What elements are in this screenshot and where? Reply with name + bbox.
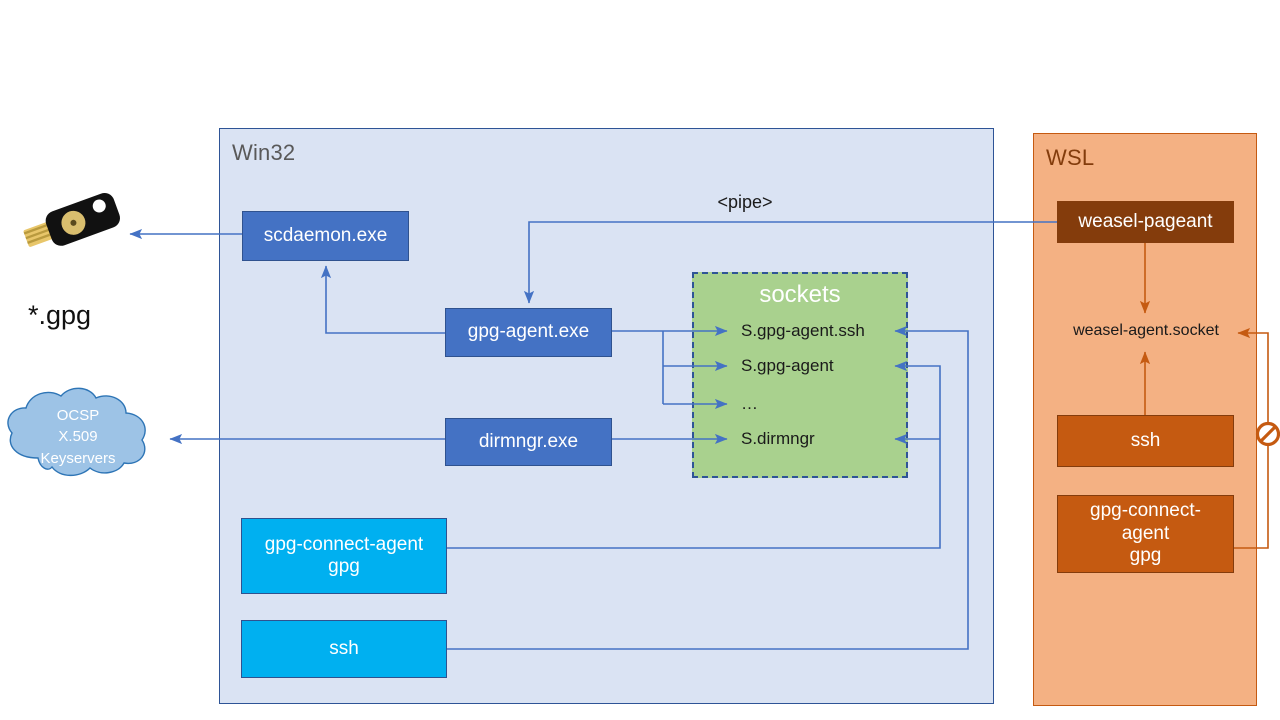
cloud-label-line3: Keyservers: [40, 449, 116, 467]
node-wsl-ssh[interactable]: ssh: [1057, 415, 1234, 467]
cloud-label-line1: OCSP: [56, 407, 100, 424]
socket-label-gpg-agent: S.gpg-agent: [741, 356, 834, 375]
node-scdaemon-exe[interactable]: scdaemon.exe: [242, 211, 409, 261]
label-pipe: <pipe>: [717, 192, 773, 212]
panel-win32-title: Win32: [232, 140, 296, 165]
node-win32-gca-line2: gpg: [328, 556, 360, 577]
sockets-group-title: sockets: [759, 281, 841, 308]
label-weasel-agent-socket: weasel-agent.socket: [1073, 322, 1219, 339]
socket-label-gpg-agent-ssh: S.gpg-agent.ssh: [741, 321, 865, 340]
label-gpg-files: *.gpg: [28, 300, 92, 330]
node-weasel-pageant[interactable]: weasel-pageant: [1057, 201, 1234, 243]
node-wsl-gpg-connect-agent[interactable]: gpg-connect- agent gpg: [1057, 495, 1234, 573]
cloud-label: OCSP X.509 Keyservers: [8, 405, 148, 469]
node-win32-ssh[interactable]: ssh: [241, 620, 447, 678]
socket-label-ellipsis: …: [741, 394, 758, 413]
arrow-gca-to-socket-agent: [447, 360, 941, 549]
node-win32-gpg-connect-agent[interactable]: gpg-connect-agent gpg: [241, 518, 447, 594]
node-win32-gca-line1: gpg-connect-agent: [264, 533, 424, 555]
socket-label-dirmngr: S.dirmngr: [741, 429, 815, 448]
no-entry-icon: [1255, 421, 1280, 447]
node-wsl-gca-line3: gpg: [1129, 545, 1162, 567]
node-wsl-gca-line2: agent: [1121, 522, 1170, 544]
arrow-gpgagent-to-scdaemon: [320, 265, 445, 334]
yubikey-icon: [23, 192, 120, 247]
arrow-ssh-to-socket-ssh: [447, 325, 969, 650]
node-gpg-agent-exe[interactable]: gpg-agent.exe: [445, 308, 612, 357]
sockets-group: [692, 272, 908, 478]
node-dirmngr-exe[interactable]: dirmngr.exe: [445, 418, 612, 466]
node-wsl-gca-line1: gpg-connect-: [1090, 500, 1201, 522]
arrow-pipe-weasel-to-gpgagent: [523, 221, 1057, 304]
cloud-label-line2: X.509: [58, 428, 98, 446]
panel-wsl-title: WSL: [1046, 145, 1095, 170]
